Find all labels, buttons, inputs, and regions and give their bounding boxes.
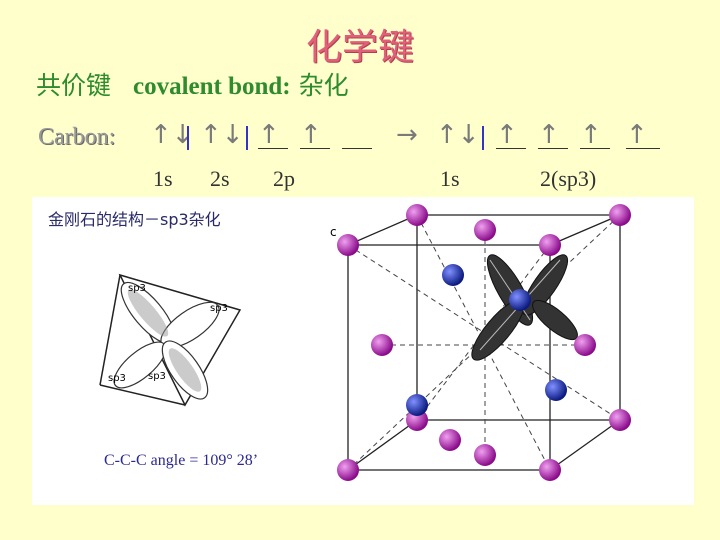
up-arrow-icon: ↑ xyxy=(496,120,518,150)
subtitle-hybrid: 杂化 xyxy=(298,71,349,100)
carbon-label: Carbon: xyxy=(38,124,116,150)
lobe-label: sp3 xyxy=(108,373,126,384)
up-arrow-icon: ↑ xyxy=(626,120,648,150)
orbital-line xyxy=(496,148,526,149)
orbital-line xyxy=(300,148,330,149)
up-arrow-icon: ↑ xyxy=(538,120,560,150)
up-down-arrow-icon: ↑↓ xyxy=(436,120,480,150)
subtitle-chinese: 共价键 xyxy=(36,71,112,100)
up-down-arrow-icon: ↑↓ xyxy=(150,120,194,150)
blue-divider xyxy=(187,126,189,150)
axis-c-label: c xyxy=(330,225,337,239)
slide-subtitle: 共价键 covalent bond: 杂化 xyxy=(36,66,349,102)
lobe-label: sp3 xyxy=(148,371,166,382)
orbital-label-sp3: 2(sp3) xyxy=(540,166,597,191)
orbital-label-1s: 1s xyxy=(153,166,173,191)
orbital-line xyxy=(342,148,372,149)
subtitle-english: covalent bond: xyxy=(132,73,291,100)
diamond-unit-cell: c xyxy=(330,204,631,481)
up-down-arrow-icon: ↑↓ xyxy=(200,120,244,150)
orbital-label-1s-hybrid: 1s xyxy=(440,166,460,191)
up-arrow-icon: ↑ xyxy=(300,120,322,150)
lobe-label: sp3 xyxy=(210,303,228,314)
orbital-label-2p: 2p xyxy=(273,166,295,191)
right-arrow-icon: → xyxy=(396,120,418,150)
orbital-label-2s: 2s xyxy=(210,166,230,191)
lobe-label: sp3 xyxy=(128,283,146,294)
up-arrow-icon: ↑ xyxy=(258,120,280,150)
slide-title: 化学键 xyxy=(305,27,414,68)
orbital-line xyxy=(538,148,568,149)
orbital-line xyxy=(258,148,288,149)
up-arrow-icon: ↑ xyxy=(580,120,602,150)
sp3-orbital-illustration: sp3 sp3 sp3 sp3 xyxy=(99,273,242,407)
orbital-line xyxy=(580,148,610,149)
blue-divider xyxy=(246,126,248,150)
bond-angle-label: C-C-C angle = 109° 28’ xyxy=(104,452,259,469)
orbital-line xyxy=(626,148,660,149)
blue-divider xyxy=(482,126,484,150)
panel-caption: 金刚石的结构－sp3杂化 xyxy=(48,210,221,229)
